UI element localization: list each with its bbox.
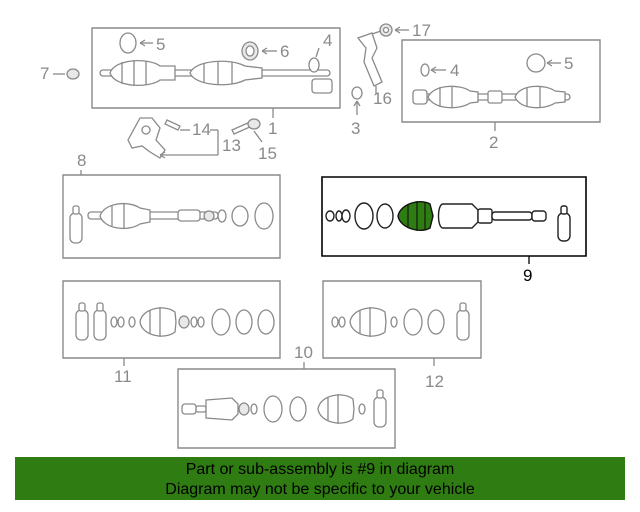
assembly-9-selected[interactable]: [321, 176, 587, 257]
callout-6: 6: [280, 42, 289, 61]
callouts-13-14-15: 14 13 15: [159, 120, 277, 163]
assembly-1[interactable]: [91, 27, 341, 109]
callout-10: 10: [294, 343, 313, 362]
callout-12-group: 12: [425, 358, 444, 391]
assembly-12[interactable]: [322, 280, 482, 359]
banner-line-1: Part or sub-assembly is #9 in diagram: [185, 461, 455, 478]
callout-4-left: 4: [323, 31, 332, 50]
callout-3: 3: [351, 119, 360, 138]
callout-8-group: 8: [77, 151, 86, 175]
callout-9: 9: [523, 266, 532, 285]
assembly-8[interactable]: [62, 174, 281, 259]
callout-1: 1: [268, 119, 277, 138]
bracket-13[interactable]: [127, 117, 261, 159]
callout-12: 12: [425, 372, 444, 391]
callout-13: 13: [222, 136, 241, 155]
callout-4-right: 4: [450, 61, 459, 80]
callout-17: 17: [412, 21, 431, 40]
callout-11-group: 11: [114, 358, 132, 386]
callout-7: 7: [40, 64, 49, 83]
parts-3-16-17[interactable]: 3 16 17: [351, 21, 431, 138]
callout-14: 14: [192, 120, 211, 139]
banner-line-2: Diagram may not be specific to your vehi…: [165, 481, 475, 498]
callouts-top-right: 4 5 2: [430, 54, 573, 152]
callout-5-right: 5: [564, 54, 573, 73]
selection-banner: Part or sub-assembly is #9 in diagram Di…: [15, 457, 625, 500]
callout-16: 16: [373, 89, 392, 108]
callout-10-group: 10: [294, 343, 313, 369]
assembly-11[interactable]: [62, 280, 281, 359]
callout-9-group: 9: [523, 256, 532, 285]
callout-15: 15: [258, 144, 277, 163]
assembly-10[interactable]: [177, 368, 396, 449]
callout-5-left: 5: [156, 35, 165, 54]
callouts-top-left: 5 6 4 7 1: [40, 31, 332, 138]
assembly-2[interactable]: [401, 39, 601, 123]
callout-8: 8: [77, 151, 86, 170]
callout-2: 2: [489, 133, 498, 152]
parts-diagram: 5 6 4 7 1 3 16 17: [40, 21, 601, 449]
callout-11: 11: [114, 367, 132, 386]
